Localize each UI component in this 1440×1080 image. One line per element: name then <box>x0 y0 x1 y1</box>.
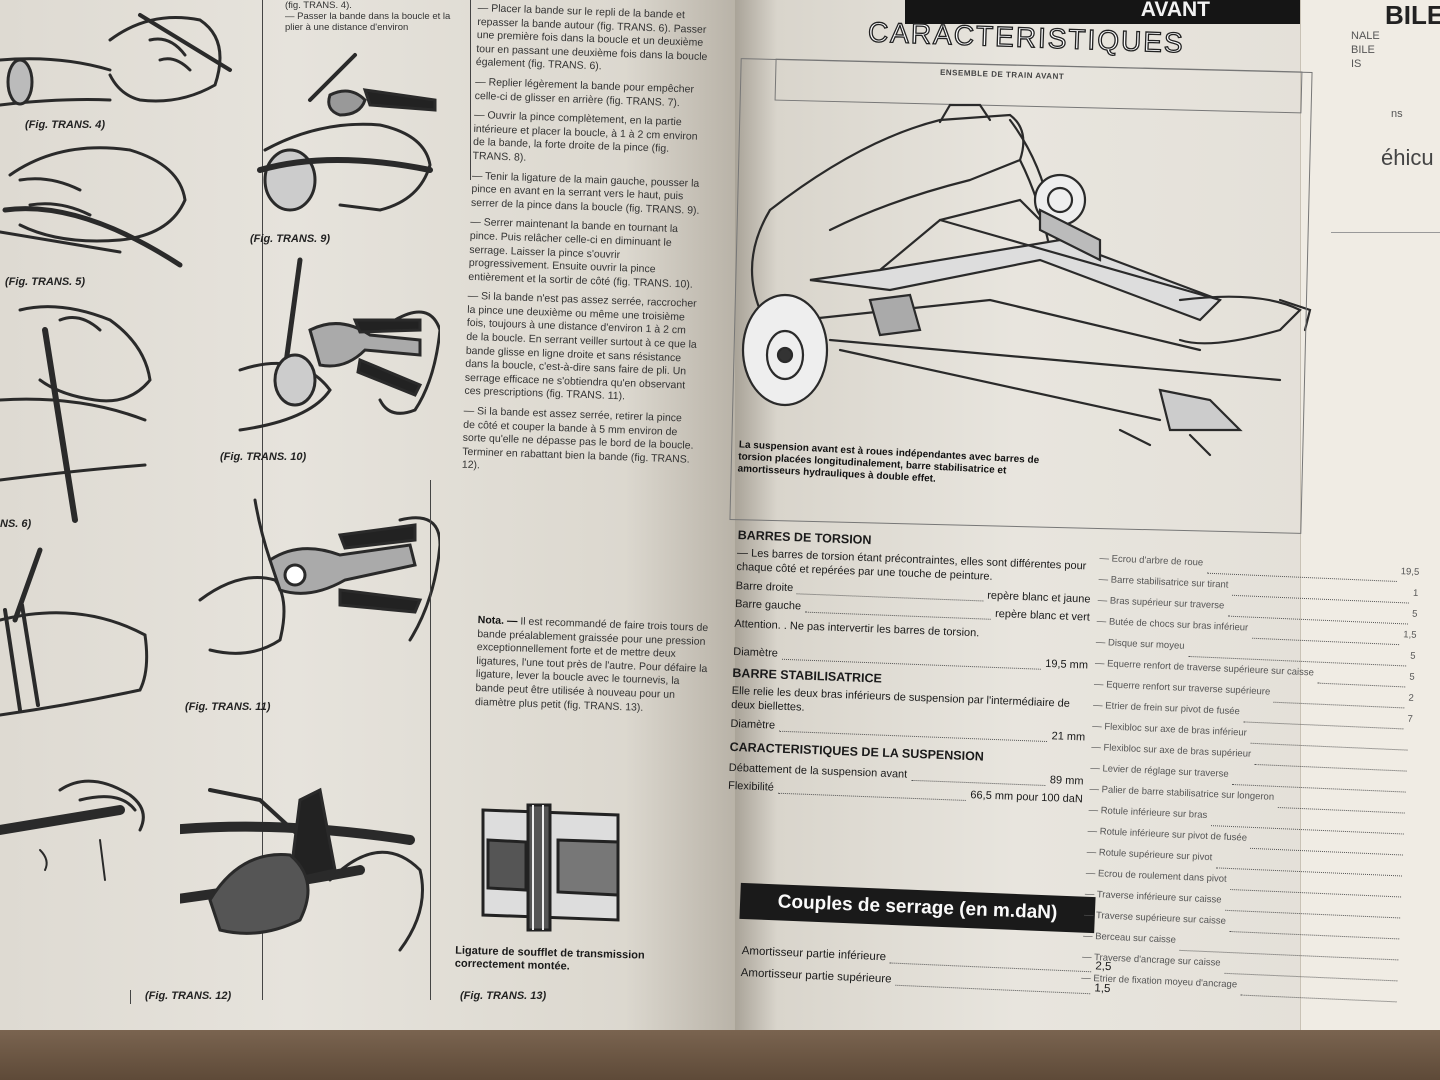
next-page-title: BILE <box>1385 0 1440 30</box>
instruction-paragraph: — Si la bande n'est pas assez serrée, ra… <box>464 290 697 403</box>
column-rule <box>430 480 431 1000</box>
note-block: Nota. — Il est recommandé de faire trois… <box>474 614 709 723</box>
dot-leader <box>804 600 992 620</box>
text-line: — Passer la bande dans la boucle et la p… <box>285 11 451 33</box>
fragment-text: IS <box>1351 58 1362 70</box>
fragment-text: NALE <box>1351 30 1380 42</box>
dot-leader <box>910 768 1047 787</box>
fig-caption-11: (Fig. TRANS. 11) <box>185 701 271 713</box>
dot-leader <box>796 582 984 602</box>
section-banner: AVANT <box>905 0 1300 24</box>
instruction-paragraph: — Placer la bande sur le repli de la ban… <box>475 2 708 73</box>
fig-caption-10: (Fig. TRANS. 10) <box>220 451 307 463</box>
spec-value: 19,5 mm <box>1044 657 1089 672</box>
spec-label: Diamètre <box>733 645 779 660</box>
dot-leader <box>778 719 1048 743</box>
fig-caption-4: (Fig. TRANS. 4) <box>25 119 106 131</box>
column-1-text: (fig. TRANS. 4). — Passer la bande dans … <box>285 0 455 33</box>
figures-column-1 <box>0 13 232 881</box>
torque-value: 7 <box>1407 713 1414 725</box>
front-axle-drawing <box>741 103 1312 457</box>
illustration-frame <box>729 58 1313 534</box>
table-surface <box>0 1030 1440 1080</box>
note-text: Il est recommandé de faire trois tours d… <box>474 615 709 714</box>
fragment-text: éhicu <box>1381 145 1434 170</box>
spec-value: repère blanc et jaune <box>986 589 1091 606</box>
spec-label: Diamètre <box>730 717 776 732</box>
fig-caption-12: (Fig. TRANS. 12) <box>145 990 232 1002</box>
torsion-warning: Attention. . Ne pas intervertir les barr… <box>734 617 980 640</box>
spec-label: Flexibilité <box>727 779 775 794</box>
spec-value: repère blanc et vert <box>994 607 1091 624</box>
torque-value: 2 <box>1408 692 1414 704</box>
fragment-text: BILE <box>1351 44 1375 56</box>
fig-caption-13: (Fig. TRANS. 13) <box>460 990 547 1002</box>
column-rule <box>470 0 471 180</box>
dot-leader <box>781 647 1042 670</box>
fig-caption-9: (Fig. TRANS. 9) <box>250 233 331 245</box>
instruction-text: — Placer la bande sur le repli de la ban… <box>461 2 710 487</box>
spec-value: 89 mm <box>1049 774 1084 788</box>
spec-label: Barre gauche <box>734 597 802 613</box>
torque-value: 5 <box>1409 671 1415 683</box>
note-label: Nota. — <box>477 614 518 628</box>
instruction-paragraph: — Tenir la ligature de la main gauche, p… <box>470 169 700 217</box>
instruction-paragraph: — Ouvrir la pince complètement, en la pa… <box>472 109 698 164</box>
instruction-paragraph: — Replier légèrement la bande pour empêc… <box>474 75 695 109</box>
fig-caption-6: NS. 6) <box>0 518 32 530</box>
spec-label: Débattement de la suspension avant <box>728 761 908 781</box>
spec-value: 21 mm <box>1051 730 1086 744</box>
rule <box>1331 232 1440 233</box>
torque-value: 1,5 <box>1403 629 1417 641</box>
spec-label: Barre droite <box>735 579 794 595</box>
torque-value: 5 <box>1411 608 1418 620</box>
instruction-paragraph: — Serrer maintenant la bande en tournant… <box>468 216 693 291</box>
fig-caption-5: (Fig. TRANS. 5) <box>5 276 86 288</box>
text-line: (fig. TRANS. 4). <box>285 0 352 11</box>
instruction-paragraph: — Si la bande est assez serrée, retirer … <box>461 404 694 472</box>
figures-column-2 <box>180 53 440 952</box>
torque-value: 1 <box>1412 587 1419 599</box>
column-rule <box>130 990 131 1004</box>
figure-13 <box>481 803 620 932</box>
torque-value: 5 <box>1410 650 1416 662</box>
specs-column: BARRES DE TORSION — Les barres de torsio… <box>728 528 1093 805</box>
column-rule <box>262 0 263 1000</box>
fragment-text: ns <box>1391 108 1403 120</box>
next-page-edge: NALE BILE IS ns éhicu <box>1300 0 1440 1040</box>
torque-value: 19,5 <box>1400 566 1420 578</box>
